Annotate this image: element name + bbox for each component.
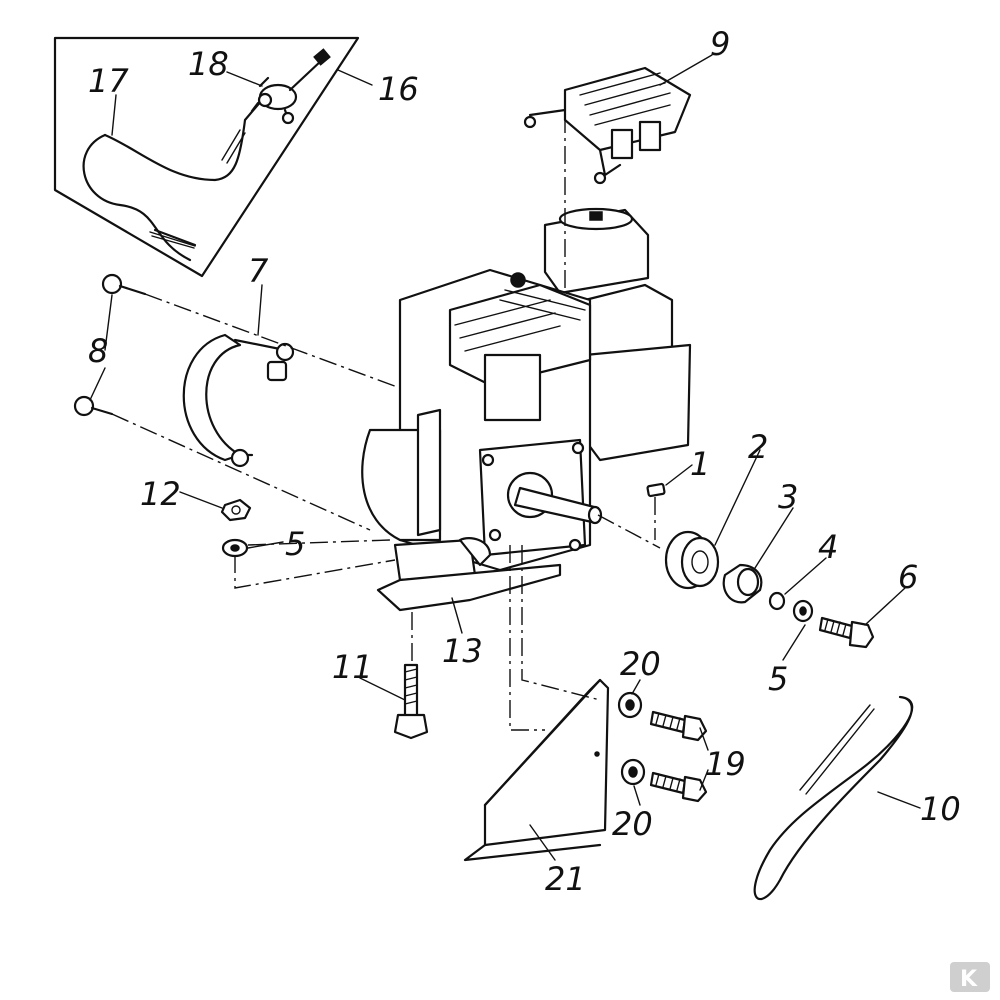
spark-plug	[510, 272, 526, 288]
callout-19: 19	[705, 745, 746, 783]
callout-3: 3	[778, 478, 798, 516]
cable-upper	[103, 98, 264, 182]
callout-7: 7	[248, 252, 269, 290]
callout-20-upper: 20	[620, 645, 661, 683]
band-clamp	[182, 333, 295, 468]
callout-12: 12	[140, 475, 181, 513]
nut	[220, 498, 252, 522]
throttle-lever	[250, 48, 331, 125]
washer-left	[221, 538, 249, 558]
throttle-cable-inset	[53, 36, 360, 278]
callout-18: 18	[188, 45, 229, 83]
cable-sleeve	[149, 231, 196, 249]
callout-5-right: 5	[768, 660, 788, 698]
fuel-tank	[523, 66, 692, 185]
fuel-bowl-housing	[583, 343, 692, 462]
callout-9: 9	[710, 25, 730, 63]
callout-20-lower: 20	[612, 805, 653, 843]
screw-upper	[101, 273, 147, 296]
bolt-11	[393, 663, 429, 740]
callout-4: 4	[818, 528, 838, 566]
cable-end	[153, 228, 197, 247]
key	[646, 482, 666, 498]
washer-right	[792, 599, 814, 623]
hub	[722, 563, 763, 604]
inset-frame	[53, 36, 360, 278]
washer-20-upper	[617, 691, 643, 719]
belt-guard	[463, 678, 610, 862]
callout-13: 13	[442, 632, 483, 670]
callout-2: 2	[748, 428, 768, 466]
callout-11: 11	[332, 648, 373, 686]
leader-lines	[89, 54, 921, 861]
bolt-19-lower	[649, 771, 708, 803]
callout-1: 1	[690, 445, 710, 483]
v-belt	[753, 695, 914, 900]
cable-loop	[82, 133, 192, 262]
callout-8: 8	[88, 332, 108, 370]
callout-21: 21	[545, 860, 586, 898]
cable-sheath	[221, 129, 246, 164]
pulley	[664, 530, 720, 590]
bolt-6	[818, 616, 875, 649]
assembly-lines	[111, 115, 661, 731]
callout-numbers: 17 18 16 9 7 8 12 5 1 2 3 4 6 5 13 11 20…	[88, 25, 961, 898]
head-cover	[483, 353, 542, 422]
washer-20-lower	[620, 758, 646, 786]
air-cleaner	[543, 208, 650, 295]
washer-4	[768, 591, 786, 611]
callout-16: 16	[378, 70, 419, 108]
brand-logo-text: K	[960, 967, 978, 992]
base-plate	[376, 563, 562, 612]
screw-lower	[73, 395, 114, 417]
bolt-19-upper	[649, 710, 708, 742]
callout-5-left: 5	[285, 525, 305, 563]
engine-block	[361, 207, 692, 582]
callout-17: 17	[88, 62, 129, 100]
brand-logo-icon: K	[950, 962, 990, 992]
callout-6: 6	[898, 558, 918, 596]
callout-10: 10	[920, 790, 961, 828]
